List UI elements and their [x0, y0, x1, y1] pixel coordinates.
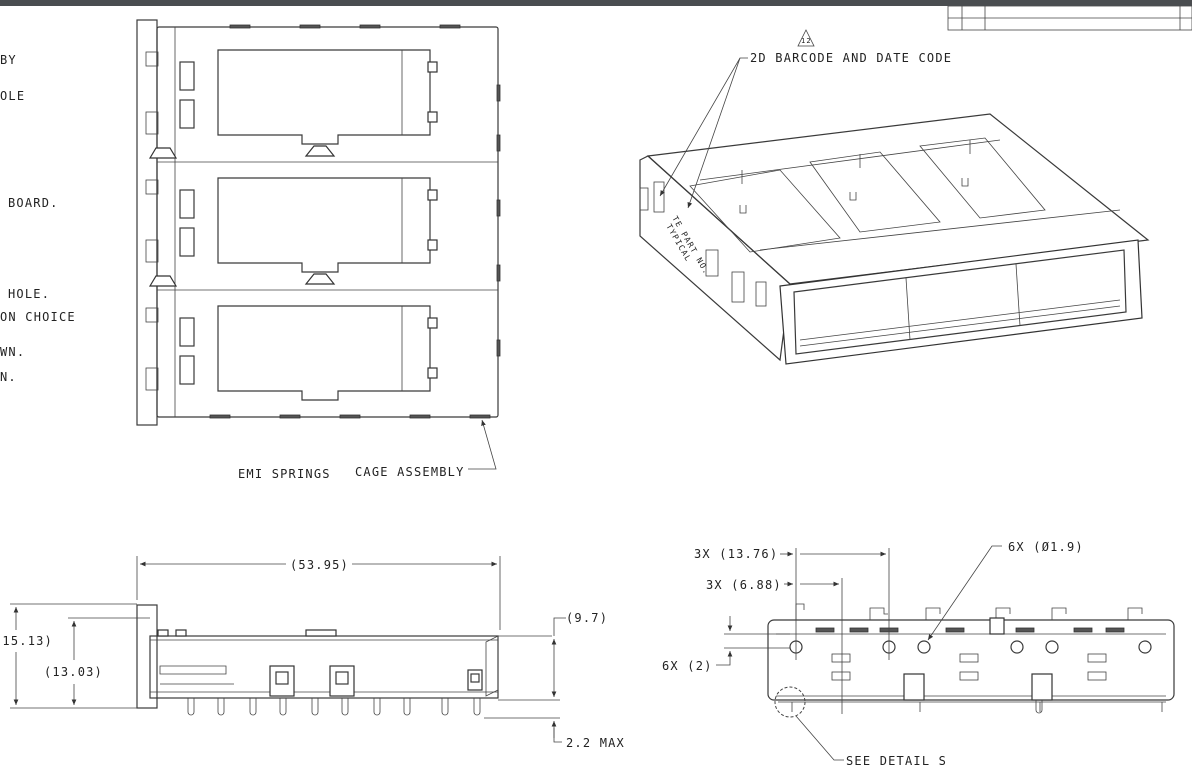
top-view-body	[156, 26, 499, 418]
dim-height-top	[498, 617, 566, 701]
label-cage-assembly: CAGE ASSEMBLY	[355, 465, 465, 479]
dim-height-inner-label: (13.03)	[44, 665, 103, 679]
isometric-view: TE PART NO. TYPICAL	[639, 113, 1150, 365]
drawing-canvas: BY OLE BOARD. HOLE. ON CHOICE WN. N.	[0, 6, 1192, 766]
notes-column: BY OLE BOARD. HOLE. ON CHOICE WN. N.	[0, 53, 76, 384]
dim-height-top-label: (9.7)	[566, 611, 608, 625]
port-window-3	[217, 305, 431, 401]
note-line-2: OLE	[0, 89, 25, 103]
dim-holes-label: 6X (Ø1.9)	[1008, 540, 1084, 554]
dim-offset	[716, 616, 790, 666]
front-view-body	[767, 619, 1175, 701]
side-view-flange	[136, 604, 158, 709]
dim-pitch-2	[784, 578, 843, 714]
dim-pitch-1-label: 3X (13.76)	[694, 547, 778, 561]
dim-height-outer-label: (15.13)	[0, 634, 53, 648]
top-view	[136, 19, 501, 426]
top-view-flange	[136, 19, 158, 426]
side-view	[136, 604, 499, 716]
port-window-2	[217, 177, 431, 285]
callout-see-detail	[795, 715, 844, 761]
title-block	[947, 6, 1192, 31]
label-barcode: 2D BARCODE AND DATE CODE	[750, 51, 952, 65]
front-view	[767, 603, 1175, 718]
note-line-5: ON CHOICE	[0, 310, 76, 324]
label-see-detail: SEE DETAIL S	[846, 754, 947, 766]
dim-pitch-1	[780, 548, 890, 660]
note-line-3: BOARD.	[8, 196, 59, 210]
note-line-4: HOLE.	[8, 287, 50, 301]
dim-max	[484, 717, 562, 743]
dim-offset-label: 6X (2)	[662, 659, 713, 673]
side-view-body	[149, 635, 499, 699]
note-line-7: N.	[0, 370, 17, 384]
note-number: 12	[801, 37, 812, 45]
callout-cage-assembly	[468, 419, 497, 470]
dim-max-label: 2.2 MAX	[566, 736, 625, 750]
port-window-1	[217, 49, 431, 157]
window-top-bar	[0, 0, 1192, 6]
note-line-1: BY	[0, 53, 17, 67]
dim-width-label: (53.95)	[290, 558, 349, 572]
dim-height-inner	[68, 617, 150, 705]
callout-barcode	[659, 29, 815, 209]
dim-pitch-2-label: 3X (6.88)	[706, 578, 782, 592]
dim-width	[136, 556, 501, 630]
label-emi-springs: EMI SPRINGS	[238, 467, 331, 481]
dim-height-outer	[10, 603, 137, 709]
note-line-6: WN.	[0, 345, 25, 359]
dim-holes	[927, 545, 1002, 641]
